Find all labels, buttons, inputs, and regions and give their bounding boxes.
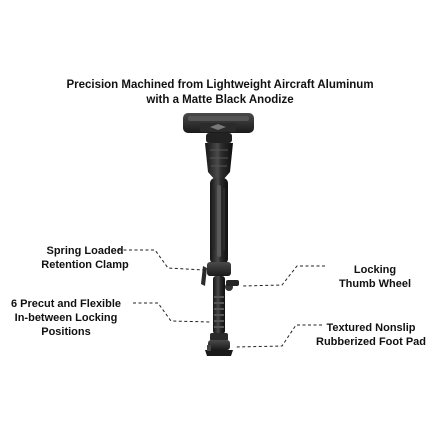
lower-leg-tube [213,276,225,334]
leader-locking-wheel [241,265,325,287]
callout-spring-clamp-line-2: Retention Clamp [41,259,129,271]
headline: Precision Machined from Lightweight Airc… [40,78,400,108]
callout-precut-line-1: 6 Precut and Flexible [10,298,122,310]
callout-spring-clamp: Spring Loaded Retention Clamp [20,244,150,272]
rubber-foot-pad [205,333,233,356]
callout-precut-positions: 6 Precut and Flexible In-between Locking… [0,297,132,339]
rail-mount [183,113,254,143]
callout-precut-line-3: Positions [41,326,91,338]
callout-locking-wheel: Locking Thumb Wheel [320,263,430,291]
callout-locking-wheel-line-2: Thumb Wheel [338,278,412,290]
callout-precut-line-2: In-between Locking [14,312,118,324]
callout-locking-wheel-line-1: Locking [353,264,397,276]
callout-foot-pad-line-1: Textured Nonslip [326,322,416,334]
upper-leg-tube [210,178,228,264]
callout-leader-lines [118,249,325,348]
leader-spring-clamp [118,249,205,271]
retention-clamp [201,262,239,291]
headline-line-2: with a Matte Black Anodize [146,94,294,106]
leader-foot-pad [234,324,322,348]
leader-precut-positions [133,302,212,323]
upper-grip-body [205,143,233,180]
headline-line-1: Precision Machined from Lightweight Airc… [66,79,374,91]
callout-foot-pad-line-2: Rubberized Foot Pad [316,336,426,348]
callout-spring-clamp-line-1: Spring Loaded [46,245,124,257]
callout-foot-pad: Textured Nonslip Rubberized Foot Pad [306,321,436,349]
